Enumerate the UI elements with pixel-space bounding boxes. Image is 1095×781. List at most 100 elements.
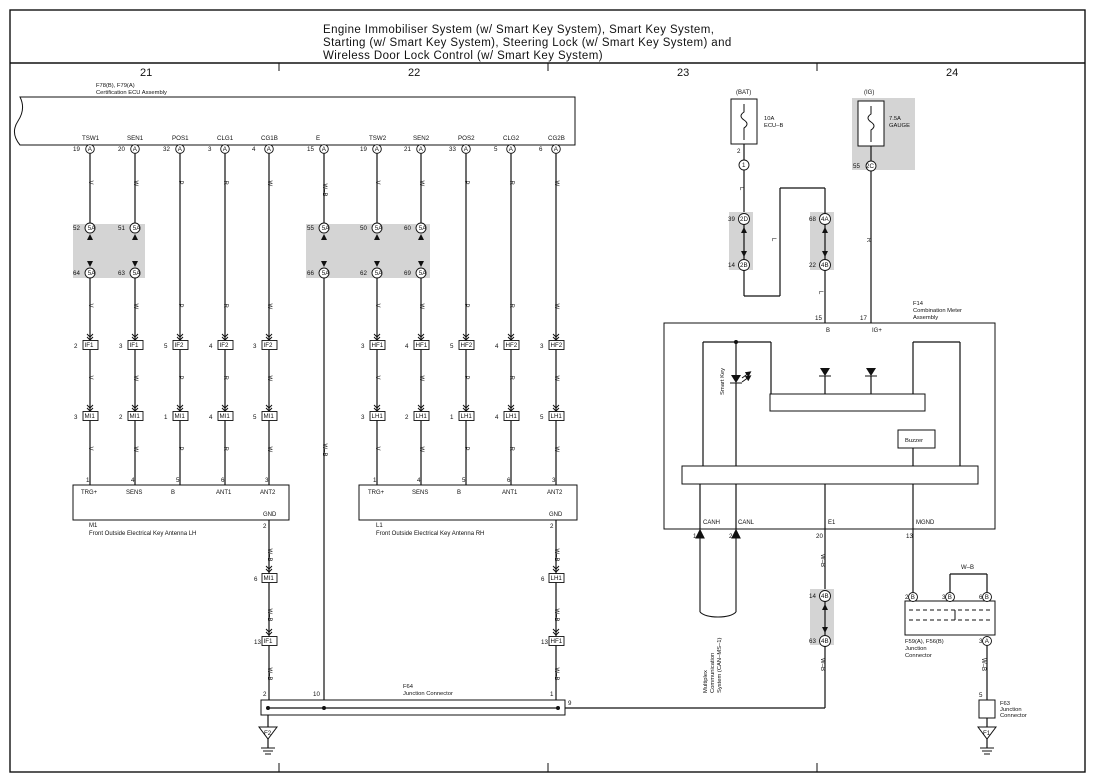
ecu-pin-conn-1-label: A bbox=[133, 146, 138, 153]
gnd_chain_left-conn-0-label: MI1 bbox=[264, 575, 275, 582]
ecu-pin-name-5: E bbox=[316, 135, 320, 142]
hf_right-conn-2 bbox=[458, 340, 475, 350]
jb5a-top-3-label: 5A bbox=[375, 225, 383, 232]
lh_right-conn-3 bbox=[503, 411, 520, 421]
mi_left-num-0: 3 bbox=[74, 414, 78, 421]
main-wires: VVVVWWWWPPPPRRRRWWWWW–BW–BVVVVWWWWPPPPRR… bbox=[87, 153, 559, 708]
jb5a-top-num-2: 55 bbox=[307, 225, 314, 232]
f64-pin-10: 10 bbox=[313, 691, 320, 698]
ig-label: (IG) bbox=[864, 90, 874, 96]
f59-pin-num-3: 3 bbox=[979, 638, 983, 645]
jbe1-arrow-down bbox=[822, 627, 828, 633]
if_left-num-0: 2 bbox=[74, 343, 78, 350]
jb5a-bottom-0-label: 5A bbox=[88, 270, 96, 277]
jb5a-bottom-num-2: 66 bbox=[307, 270, 314, 277]
wire-color-10-1: W bbox=[553, 304, 559, 310]
ecu-pin-conn-2 bbox=[175, 144, 185, 154]
f59-pin-1-label: B bbox=[948, 594, 952, 601]
gnd_chain_right-num-1: 13 bbox=[541, 639, 548, 646]
lh_right-conn-3-label: LH1 bbox=[506, 413, 518, 420]
f63-code: F63 bbox=[1000, 701, 1010, 707]
if_left-conn-4-label: IF2 bbox=[264, 342, 273, 349]
wire-color-8-3: P bbox=[463, 447, 469, 451]
mi_left-conn-0 bbox=[82, 411, 99, 421]
hf_right-num-0: 3 bbox=[361, 343, 365, 350]
ecu-pin-name-7: SEN2 bbox=[413, 135, 430, 142]
hf_right-num-3: 4 bbox=[495, 343, 499, 350]
f59-pin-3 bbox=[982, 636, 992, 646]
hf_right-num-4: 3 bbox=[540, 343, 544, 350]
ecu-pin-num-9: 5 bbox=[494, 146, 498, 153]
if_left-conn-0 bbox=[82, 340, 99, 350]
if_left-conn-2-label: IF2 bbox=[175, 342, 184, 349]
bat-routing-wire-color: L bbox=[770, 238, 776, 242]
wire-color-6-1: V bbox=[374, 304, 380, 308]
antenna_lh-pin-num-4: 3 bbox=[265, 477, 269, 484]
jb23-top-num-1: 68 bbox=[809, 216, 816, 223]
jb5a-arrow-up-4 bbox=[418, 234, 424, 240]
diode-ig-icon bbox=[866, 368, 876, 376]
wire-color-3-3: R bbox=[222, 447, 228, 452]
bat-fuse-symbol bbox=[740, 104, 748, 140]
bat-fuse-name: ECU–B bbox=[764, 123, 783, 129]
jb23-top-0-label: 2D bbox=[740, 216, 748, 223]
f63-name-2: Connector bbox=[1000, 713, 1027, 719]
lh_right-num-3: 4 bbox=[495, 414, 499, 421]
lh_right-conn-4-label: LH1 bbox=[551, 413, 563, 420]
jb5a-top-2 bbox=[318, 222, 330, 234]
antenna_rh-pin-num-1: 4 bbox=[417, 477, 421, 484]
combination-meter: F14 Combination Meter Assembly 15 17 B I… bbox=[663, 301, 996, 530]
ecu-pin-name-2: POS1 bbox=[172, 135, 189, 142]
antenna_rh-pin-name-1: SENS bbox=[412, 490, 428, 496]
wire-color-10-2: W bbox=[553, 376, 559, 382]
antenna_lh-pin-num-0: 1 bbox=[86, 477, 90, 484]
gnd_chain_right-conn-0 bbox=[548, 573, 565, 583]
jb5a-bottom-4-label: 5A bbox=[419, 270, 427, 277]
jb5a-bottom-2-label: 5A bbox=[322, 270, 330, 277]
mi_left-num-4: 5 bbox=[253, 414, 257, 421]
if_left-conn-1-label: IF1 bbox=[130, 342, 139, 349]
diagram-title: Engine Immobiliser System (w/ Smart Key … bbox=[323, 24, 731, 62]
jb5a-bottom-num-3: 62 bbox=[360, 270, 367, 277]
chevron-hf_right-3 bbox=[507, 333, 515, 341]
jb5a-arrow-down-4 bbox=[418, 261, 424, 267]
chevron-mi_left-0 bbox=[86, 404, 94, 412]
wire-color-1-1: W bbox=[132, 304, 138, 310]
wire-color-8-2: P bbox=[463, 376, 469, 380]
f64-pin-9: 9 bbox=[568, 700, 572, 707]
meter-ig-num: 17 bbox=[860, 315, 867, 322]
hf_right-conn-1-label: HF1 bbox=[416, 342, 428, 349]
jb5a-arrow-up-1 bbox=[132, 234, 138, 240]
f59-wire-color: W–B bbox=[961, 565, 974, 571]
antenna-rh-name: Front Outside Electrical Key Antenna RH bbox=[376, 531, 484, 537]
lh_right-num-2: 1 bbox=[450, 414, 454, 421]
f59-pin-3-label: A bbox=[985, 638, 990, 645]
chevron-lh_right-2 bbox=[462, 404, 470, 412]
meter-code: F14 bbox=[913, 301, 924, 307]
f59-pin-num-2: 6 bbox=[979, 594, 983, 601]
section-ruler: 21 22 23 24 bbox=[140, 63, 958, 772]
smart-key-led-icon bbox=[731, 375, 741, 383]
ig-conn-label: 2C bbox=[866, 163, 874, 170]
wire-color-9-3: R bbox=[508, 447, 514, 452]
meter-body bbox=[663, 322, 996, 530]
wire-color-9-0: R bbox=[508, 181, 514, 186]
f59-out-wire-color: W–B bbox=[980, 658, 986, 671]
jb5a-top-4 bbox=[415, 222, 427, 234]
jb5a-bottom-3-label: 5A bbox=[375, 270, 383, 277]
chevron-mi_left-1 bbox=[131, 404, 139, 412]
wire-color-7-1: W bbox=[418, 304, 424, 310]
gnd_chain_left-conn-0 bbox=[261, 573, 278, 583]
f59-code: F59(A), F56(B) bbox=[905, 639, 944, 645]
mi_left-conn-4-label: MI1 bbox=[264, 413, 275, 420]
antenna_rh-pin-name-4: ANT2 bbox=[547, 490, 563, 496]
hf_right-num-1: 4 bbox=[405, 343, 409, 350]
jb5a-arrow-up-0 bbox=[87, 234, 93, 240]
e1-ground-path: 20 W–B W–B bbox=[810, 529, 834, 708]
mi_left-num-3: 4 bbox=[209, 414, 213, 421]
f63-name-1: Junction bbox=[1000, 707, 1022, 713]
lh_right-conn-2-label: LH1 bbox=[461, 413, 473, 420]
meter-ig-label: IG+ bbox=[872, 328, 882, 334]
jb5a-top-1-label: 5A bbox=[133, 225, 141, 232]
